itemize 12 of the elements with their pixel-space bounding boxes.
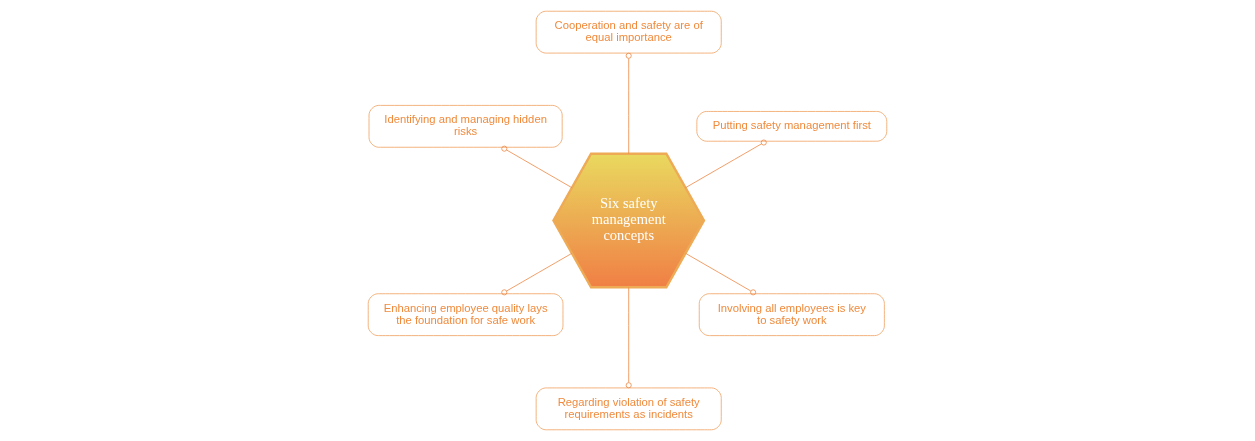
connector bbox=[625, 287, 632, 389]
node-box: Enhancing employee quality lays the foundation for safe work bbox=[367, 293, 564, 336]
node-box: Regarding violation of safety requirements as incidents bbox=[535, 387, 722, 431]
node-box: Identifying and managing hidden risks bbox=[368, 105, 563, 148]
node-box: Involving all employees is key to safety work bbox=[698, 293, 885, 336]
connector bbox=[501, 252, 573, 296]
node-box: Cooperation and safety are of equal importance bbox=[535, 10, 722, 54]
connector bbox=[685, 252, 757, 296]
node-box: Putting safety management first bbox=[696, 111, 888, 142]
connector bbox=[625, 52, 632, 154]
connector bbox=[501, 145, 573, 189]
connector bbox=[685, 139, 767, 189]
